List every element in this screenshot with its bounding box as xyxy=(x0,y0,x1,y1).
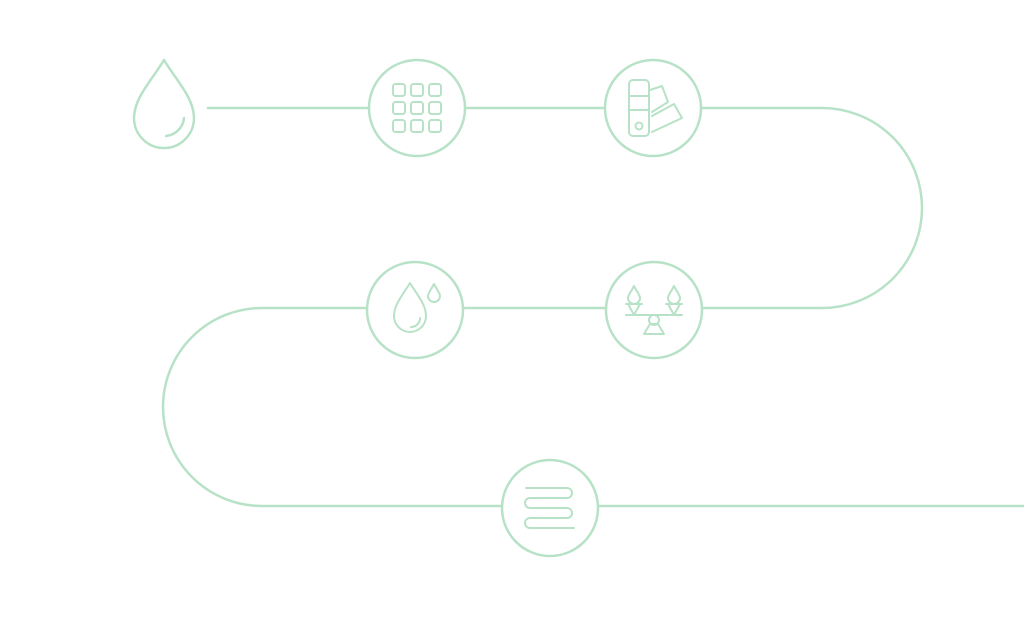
step-balance xyxy=(604,260,704,360)
step-circle xyxy=(367,58,467,158)
step-water-drop xyxy=(132,58,196,150)
water-drop-icon xyxy=(132,58,196,150)
step-grid xyxy=(367,58,467,158)
grid-squares-icon xyxy=(392,83,442,133)
step-drops xyxy=(365,260,465,360)
step-coil xyxy=(500,458,600,558)
serpentine-coil-icon xyxy=(524,487,575,529)
step-circle xyxy=(603,58,703,158)
step-circle xyxy=(365,260,465,360)
double-drops-icon xyxy=(393,282,441,333)
color-swatch-fan-icon xyxy=(628,79,683,137)
balance-scale-drops-icon xyxy=(625,285,683,335)
step-swatch xyxy=(603,58,703,158)
step-circle xyxy=(604,260,704,360)
process-path xyxy=(161,106,1024,508)
